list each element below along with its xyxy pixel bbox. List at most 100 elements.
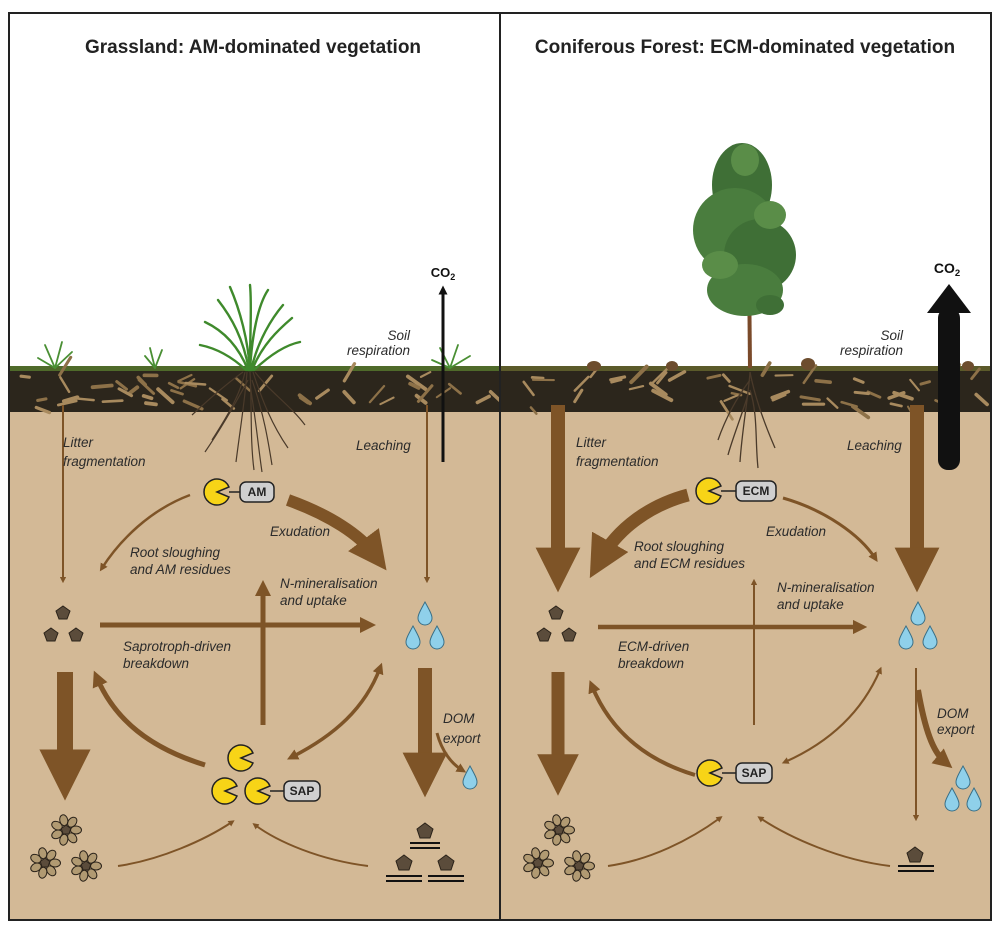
litter-fleck bbox=[721, 373, 731, 383]
leaching-label: Leaching bbox=[356, 438, 411, 453]
litter-fleck bbox=[208, 387, 229, 402]
litter-fleck bbox=[609, 375, 627, 382]
litter-fleck bbox=[19, 374, 31, 379]
litter-fleck bbox=[342, 390, 356, 405]
dom-export-label-2: export bbox=[937, 722, 976, 737]
litter-fleck bbox=[826, 397, 839, 409]
litter-fleck bbox=[416, 384, 434, 403]
litter-fleck bbox=[719, 400, 734, 421]
litter-fleck bbox=[170, 389, 184, 396]
litter-fleck bbox=[36, 397, 48, 402]
ecm-tag: ECM bbox=[743, 484, 770, 498]
litter-fragmentation-label-1: Litter bbox=[576, 435, 607, 450]
root-sloughing-label-1: Root sloughing bbox=[130, 545, 221, 560]
litter-fleck bbox=[447, 382, 462, 395]
enzyme-icon bbox=[696, 759, 723, 787]
litter-fleck bbox=[866, 390, 882, 399]
litter-fleck bbox=[59, 376, 71, 394]
mineral-associated-om bbox=[523, 814, 595, 882]
litter-fleck bbox=[74, 397, 95, 402]
flux-arrows bbox=[39, 405, 467, 867]
litter-flecks bbox=[19, 355, 509, 415]
surface-layer bbox=[501, 366, 991, 371]
litter-fleck bbox=[728, 384, 751, 395]
litter-fleck bbox=[101, 399, 124, 404]
litter-fleck bbox=[58, 355, 73, 377]
litter-fleck bbox=[649, 367, 668, 386]
litter-fleck bbox=[610, 378, 623, 384]
conifer-tree bbox=[693, 143, 796, 369]
litter-fleck bbox=[648, 381, 668, 397]
litter-fleck bbox=[56, 399, 78, 407]
litter-fragmentation-label-1: Litter bbox=[63, 435, 94, 450]
litter-fleck bbox=[405, 374, 428, 391]
sap-fungi: SAP bbox=[696, 759, 773, 787]
litter-fleck bbox=[141, 393, 154, 401]
litter-fleck bbox=[919, 380, 931, 386]
litter-fleck bbox=[115, 380, 128, 391]
mineral-associated-om bbox=[30, 814, 102, 882]
litter-fleck bbox=[144, 401, 158, 407]
litter-fleck bbox=[892, 390, 914, 401]
n-mineralisation-label-1: N-mineralisation bbox=[280, 576, 378, 591]
litter-fleck bbox=[909, 378, 920, 392]
soil-respiration-label-1: Soil bbox=[387, 328, 411, 343]
soil-aggregate bbox=[71, 850, 102, 882]
litter-fleck bbox=[408, 381, 421, 390]
sap-tag: SAP bbox=[290, 784, 315, 798]
dom-export-label-2: export bbox=[443, 731, 482, 746]
sorbed-om bbox=[386, 822, 464, 882]
enzyme-icon bbox=[227, 744, 254, 772]
litter-fragmentation-label-2: fragmentation bbox=[576, 454, 659, 469]
litter-flecks bbox=[522, 361, 989, 421]
exudation-arrow bbox=[782, 496, 878, 563]
soil-respiration-label-2: respiration bbox=[840, 343, 903, 358]
root-sloughing-label-1: Root sloughing bbox=[634, 539, 725, 554]
litter-fleck bbox=[667, 370, 687, 382]
litter-fleck bbox=[117, 387, 134, 398]
litter-fleck bbox=[771, 393, 787, 402]
sap-fungi: SAP bbox=[211, 744, 321, 805]
soil-aggregate bbox=[30, 847, 61, 879]
flux-arrows bbox=[535, 405, 953, 867]
litter-fleck bbox=[651, 388, 674, 403]
litter-fleck bbox=[889, 402, 903, 408]
litter-fleck bbox=[167, 381, 180, 390]
litter-fleck bbox=[184, 381, 207, 386]
exudation-label: Exudation bbox=[270, 524, 330, 539]
mineral-om-arrow bbox=[607, 816, 723, 867]
litter-fleck bbox=[61, 395, 80, 404]
grassland-panel: Grassland: AM-dominated vegetation bbox=[9, 13, 509, 920]
litter-fleck bbox=[90, 383, 114, 390]
enzyme-icon bbox=[695, 477, 722, 505]
litter-fleck bbox=[127, 385, 140, 395]
litter-fleck bbox=[573, 375, 590, 392]
n-mineralisation-label-2: and uptake bbox=[280, 593, 347, 608]
grass-tuft bbox=[198, 283, 302, 372]
litter-fleck bbox=[656, 371, 668, 385]
grass-roots bbox=[191, 371, 306, 473]
litter-fleck bbox=[419, 371, 432, 378]
exported-drop bbox=[462, 764, 478, 790]
dissolved-organic-matter-drops bbox=[405, 600, 478, 790]
litter-fleck bbox=[802, 364, 818, 385]
small-grass-plants bbox=[37, 341, 471, 369]
panel-title: Grassland: AM-dominated vegetation bbox=[85, 37, 421, 58]
breakdown-arrow bbox=[588, 680, 696, 777]
forest-panel: Coniferous Forest: ECM-dominated vegetat… bbox=[501, 13, 991, 920]
sap-exchange-arrow bbox=[287, 662, 384, 760]
exudation-arrow bbox=[285, 494, 387, 571]
ecm-fungus: ECM bbox=[695, 477, 777, 505]
litter-fleck bbox=[475, 394, 491, 405]
litter-fleck bbox=[529, 406, 538, 415]
organic-matter-pentagons bbox=[43, 605, 84, 642]
soil-aggregate bbox=[523, 847, 554, 879]
litter-fleck bbox=[851, 404, 871, 420]
litter-fleck bbox=[342, 362, 357, 383]
root-sloughing-arrow bbox=[99, 493, 191, 572]
litter-fleck bbox=[177, 373, 193, 383]
leaching-label: Leaching bbox=[847, 438, 902, 453]
dom-export-arrow bbox=[435, 732, 467, 773]
litter-fleck bbox=[137, 378, 156, 395]
litter-fleck bbox=[234, 376, 251, 392]
